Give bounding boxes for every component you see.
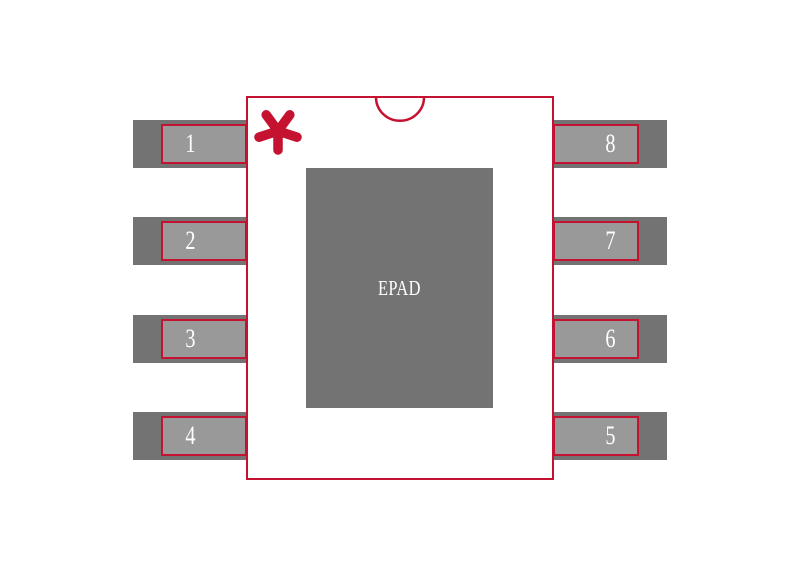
pin-6-land — [553, 319, 639, 359]
pin-1-land — [161, 124, 247, 164]
epad: EPAD — [306, 168, 493, 408]
pin-1-number: 1 — [184, 129, 196, 158]
pin-7: 7 — [553, 217, 667, 265]
pin-4-land — [161, 416, 247, 456]
pin-6: 6 — [553, 315, 667, 363]
pin-4-number: 4 — [184, 421, 196, 450]
pin-5-land — [553, 416, 639, 456]
pin-8-number: 8 — [604, 129, 616, 158]
pin-8: 8 — [553, 120, 667, 168]
pin-2: 2 — [133, 217, 247, 265]
pin-4: 4 — [133, 412, 247, 460]
pin-5-number: 5 — [604, 421, 616, 450]
pin-8-land — [553, 124, 639, 164]
pin-1: 1 — [133, 120, 247, 168]
epad-label: EPAD — [378, 275, 421, 300]
pin-7-land — [553, 221, 639, 261]
pin-6-number: 6 — [604, 324, 616, 353]
pin-3-number: 3 — [184, 324, 196, 353]
pin-3: 3 — [133, 315, 247, 363]
pin-3-land — [161, 319, 247, 359]
pin-5: 5 — [553, 412, 667, 460]
pin-2-number: 2 — [184, 226, 196, 255]
pin-7-number: 7 — [604, 226, 616, 255]
